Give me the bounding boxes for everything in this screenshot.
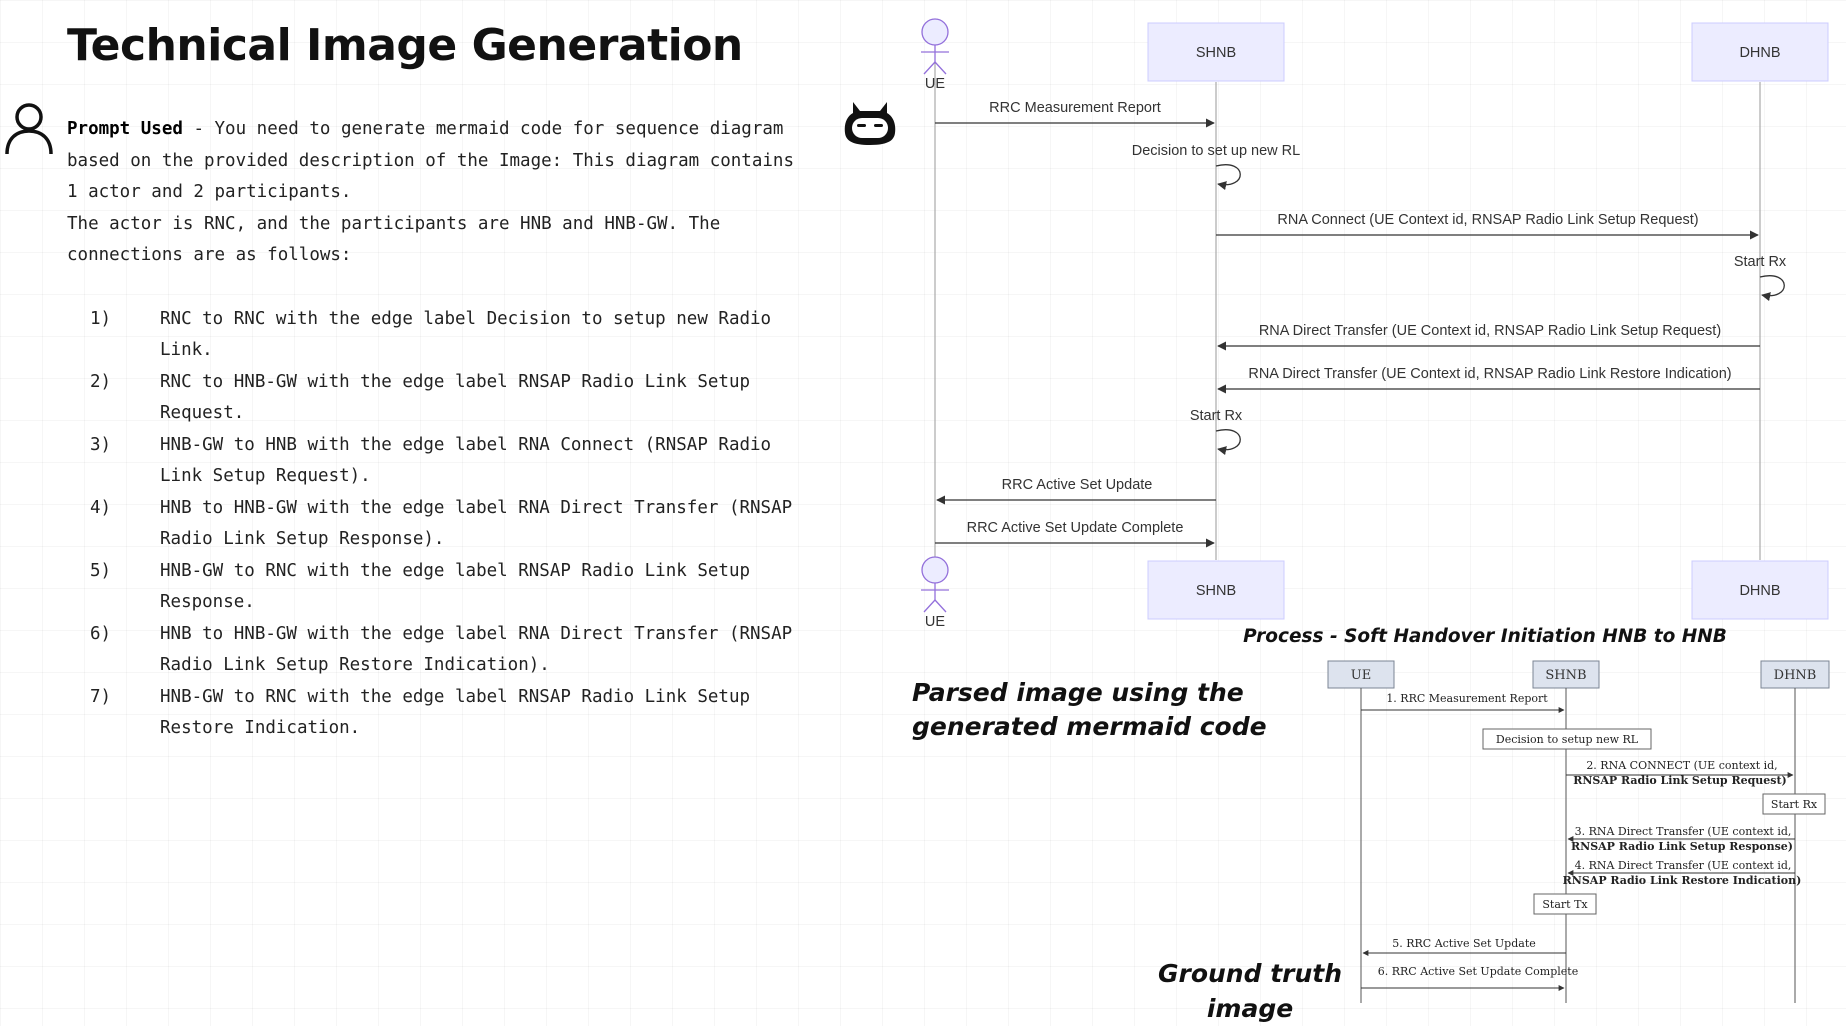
prompt-separator: -: [182, 119, 215, 139]
message-label: RNA Direct Transfer (UE Context id, RNSA…: [1248, 366, 1731, 382]
list-item: 7) HNB-GW to RNC with the edge label RNSA…: [67, 682, 807, 745]
participant-label: SHNB: [1196, 583, 1236, 599]
gt-message-6: 6. RRC Active Set Update Complete: [1361, 965, 1579, 991]
message-label: Start Rx: [1190, 408, 1243, 424]
message-label: 5. RRC Active Set Update: [1392, 937, 1536, 950]
list-item: 2) RNC to HNB-GW with the edge label RNSA…: [67, 367, 807, 430]
step-number: 2): [90, 371, 112, 392]
participant-label: DHNB: [1739, 45, 1780, 61]
message-label: 1. RRC Measurement Report: [1386, 692, 1548, 705]
step-number: 1): [90, 308, 112, 329]
participant-label: DHNB: [1739, 583, 1780, 599]
prompt-label: Prompt Used: [67, 119, 183, 139]
ground-truth-title: Process - Soft Handover Initiation HNB t…: [1243, 626, 1727, 647]
note-label: Decision to setup new RL: [1496, 733, 1639, 746]
message-label: 4. RNA Direct Transfer (UE context id,: [1575, 859, 1792, 872]
message-label: 6. RRC Active Set Update Complete: [1378, 965, 1579, 978]
gt-message-4: 4. RNA Direct Transfer (UE context id, R…: [1563, 859, 1802, 887]
participant-label: SHNB: [1196, 45, 1236, 61]
gt-note-start-tx: Start Tx: [1533, 893, 1597, 915]
note-label: Start Rx: [1771, 798, 1818, 811]
step-text: RNC to RNC with the edge label Decision …: [160, 308, 772, 361]
step-list: 1) RNC to RNC with the edge label Decisio…: [67, 304, 807, 745]
participant-dhnb-bottom: DHNB: [1691, 560, 1829, 620]
message-8: RRC Active Set Update Complete: [935, 520, 1215, 548]
gt-participant-shnb: SHNB: [1532, 660, 1600, 689]
message-label: Start Rx: [1734, 254, 1787, 270]
message-0: RRC Measurement Report: [935, 100, 1215, 128]
message-5: RNA Direct Transfer (UE Context id, RNSA…: [1217, 366, 1760, 394]
gt-message-5: 5. RRC Active Set Update: [1362, 937, 1566, 956]
gt-note-decision: Decision to setup new RL: [1482, 728, 1652, 750]
message-label: RNA Connect (UE Context id, RNSAP Radio …: [1277, 212, 1698, 228]
participant-label: DHNB: [1774, 668, 1817, 683]
actor-ue-bottom: UE: [921, 556, 949, 630]
ground-truth-diagram: UE SHNB DHNB 1. RRC Measurement Report D…: [1327, 660, 1830, 1003]
gt-participant-dhnb: DHNB: [1760, 660, 1830, 689]
message-label: RRC Active Set Update Complete: [967, 520, 1184, 536]
step-text: HNB-GW to RNC with the edge label RNSAP …: [160, 560, 751, 613]
step-number: 7): [90, 686, 112, 707]
message-label: RRC Measurement Report: [989, 100, 1161, 116]
message-label: 2. RNA CONNECT (UE context id,: [1586, 759, 1777, 772]
gt-message-1: 1. RRC Measurement Report: [1361, 692, 1565, 713]
message-7: RRC Active Set Update: [936, 477, 1216, 505]
actor-label: UE: [925, 76, 945, 92]
gt-participant-ue: UE: [1327, 660, 1395, 689]
prompt-line2: The actor is RNC, and the participants a…: [67, 213, 721, 266]
gt-message-3: 3. RNA Direct Transfer (UE context id, R…: [1567, 825, 1795, 853]
list-item: 4) HNB to HNB-GW with the edge label RNA …: [67, 493, 807, 556]
robot-icon: [844, 102, 896, 145]
prompt-text: Prompt Used - You need to generate merma…: [67, 114, 807, 745]
step-text: HNB-GW to RNC with the edge label RNSAP …: [160, 686, 751, 739]
ground-truth-caption: Ground truth image: [1157, 959, 1343, 1023]
gt-message-2: 2. RNA CONNECT (UE context id, RNSAP Rad…: [1566, 759, 1794, 787]
page-title: Technical Image Generation: [67, 20, 743, 71]
list-item: 5) HNB-GW to RNC with the edge label RNSA…: [67, 556, 807, 619]
message-3: Start Rx: [1734, 254, 1787, 302]
gt-note-start-rx: Start Rx: [1762, 793, 1826, 815]
step-number: 4): [90, 497, 112, 518]
step-text: RNC to HNB-GW with the edge label RNSAP …: [160, 371, 751, 424]
participant-label: UE: [1351, 668, 1371, 683]
participant-shnb-top: SHNB: [1147, 22, 1285, 82]
participant-label: SHNB: [1545, 668, 1586, 683]
step-text: HNB to HNB-GW with the edge label RNA Di…: [160, 497, 793, 550]
user-icon: [5, 103, 53, 155]
prompt-intro: You need to generate mermaid code for se…: [67, 119, 794, 202]
message-label: Decision to set up new RL: [1132, 143, 1300, 159]
message-6: Start Rx: [1190, 408, 1243, 456]
message-label: RNA Direct Transfer (UE Context id, RNSA…: [1259, 323, 1721, 339]
participant-dhnb-top: DHNB: [1691, 22, 1829, 82]
generated-sequence-diagram: UE SHNB DHNB RRC Measurement Report Deci…: [921, 18, 1829, 630]
step-number: 6): [90, 623, 112, 644]
step-text: HNB to HNB-GW with the edge label RNA Di…: [160, 623, 793, 676]
message-label: RRC Active Set Update: [1002, 477, 1153, 493]
step-text: HNB-GW to HNB with the edge label RNA Co…: [160, 434, 772, 487]
message-1: Decision to set up new RL: [1132, 143, 1300, 191]
message-label: 3. RNA Direct Transfer (UE context id,: [1575, 825, 1792, 838]
participant-shnb-bottom: SHNB: [1147, 560, 1285, 620]
parsed-image-caption: Parsed image using the generated mermaid…: [912, 678, 1267, 741]
step-number: 5): [90, 560, 112, 581]
list-item: 6) HNB to HNB-GW with the edge label RNA …: [67, 619, 807, 682]
list-item: 1) RNC to RNC with the edge label Decisio…: [67, 304, 807, 367]
message-4: RNA Direct Transfer (UE Context id, RNSA…: [1217, 323, 1760, 351]
note-label: Start Tx: [1542, 898, 1588, 911]
list-item: 3) HNB-GW to HNB with the edge label RNA …: [67, 430, 807, 493]
actor-label: UE: [925, 614, 945, 630]
message-2: RNA Connect (UE Context id, RNSAP Radio …: [1216, 212, 1759, 240]
message-label: RNSAP Radio Link Setup Request): [1573, 774, 1787, 787]
message-label: RNSAP Radio Link Restore Indication): [1563, 874, 1802, 887]
step-number: 3): [90, 434, 112, 455]
message-label: RNSAP Radio Link Setup Response): [1571, 840, 1793, 853]
actor-ue-top: UE: [921, 18, 949, 92]
